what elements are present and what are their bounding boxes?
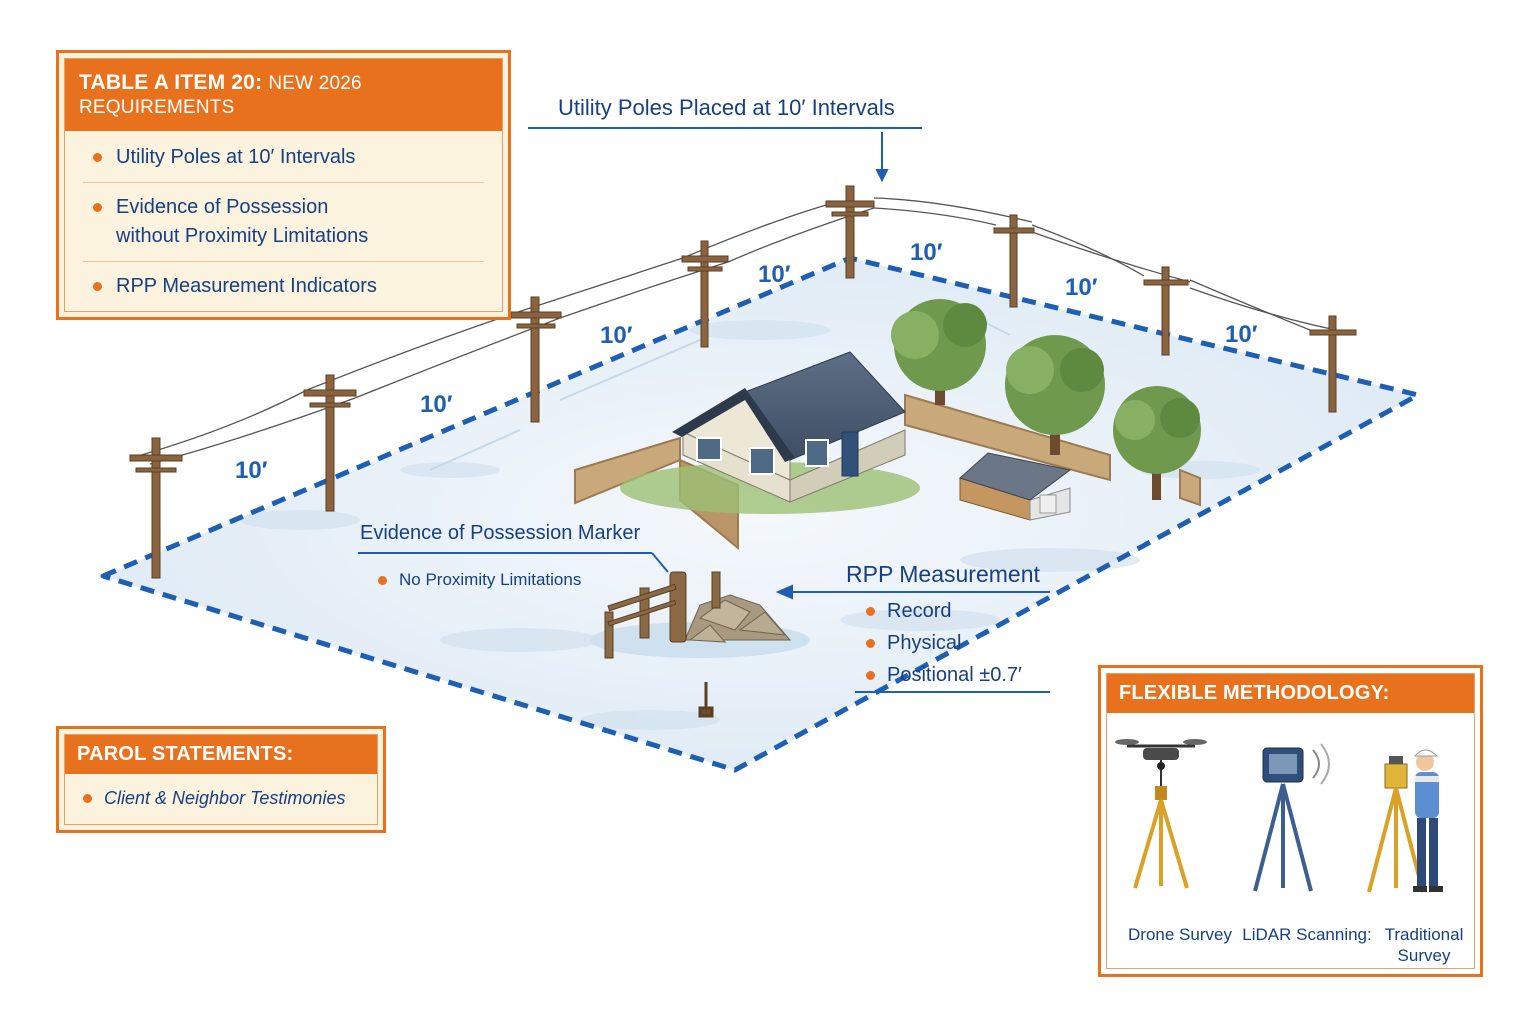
- requirement-item: Evidence of Possession without Proximity…: [65, 193, 502, 251]
- requirements-title: TABLE A ITEM 20:: [79, 71, 263, 94]
- fence-icon: [604, 571, 721, 659]
- requirement-item: RPP Measurement Indicators: [65, 272, 502, 301]
- possession-callout-title: Evidence of Possession Marker: [360, 522, 641, 544]
- total-station-icon: [1384, 756, 1408, 789]
- parol-item: Client & Neighbor Testimonies: [65, 774, 377, 823]
- tripod-icon: [1253, 783, 1313, 892]
- rpp-item: Positional ±0.7′: [866, 664, 1022, 687]
- bullet-icon: [93, 203, 102, 212]
- requirement-item: Utility Poles at 10′ Intervals: [65, 143, 502, 172]
- requirement-text: RPP Measurement Indicators: [116, 275, 377, 297]
- tree-icon: [891, 299, 987, 405]
- parol-statements-panel: PAROL STATEMENTS: Client & Neighbor Test…: [56, 726, 386, 833]
- utility-pole-icon: [129, 437, 183, 579]
- surveyor-icon: [1413, 749, 1443, 892]
- parol-item-text: Client & Neighbor Testimonies: [104, 788, 346, 808]
- utility-pole-icon: [1309, 315, 1357, 413]
- method-label-drone: Drone Survey: [1128, 925, 1232, 944]
- method-label-lidar: LiDAR Scanning:: [1242, 925, 1372, 944]
- method-label-traditional-line1: Traditional: [1384, 925, 1464, 944]
- requirements-header: TABLE A ITEM 20: NEW 2026 REQUIREMENTS: [65, 59, 502, 131]
- lidar-scanner-icon: [1262, 743, 1330, 785]
- interval-label: 10′: [420, 391, 453, 418]
- house-icon: [620, 351, 920, 514]
- bullet-icon: [378, 575, 387, 585]
- callout-lines: [358, 127, 1050, 693]
- requirement-text: without Proximity Limitations: [116, 225, 369, 247]
- interval-label: 10′: [910, 239, 943, 266]
- method-label-traditional-line2: Survey: [1397, 946, 1451, 965]
- rpp-item: Record: [866, 600, 951, 623]
- rpp-item-text: Physical: [887, 632, 962, 654]
- rpp-item-text: Record: [887, 600, 952, 622]
- bullet-icon: [866, 639, 875, 648]
- property-boundary: [100, 255, 1421, 773]
- snow-texture: [240, 320, 1260, 730]
- possession-callout-text: No Proximity Limitations: [399, 570, 582, 589]
- divider: [83, 261, 484, 262]
- utility-pole-icon: [681, 240, 729, 348]
- utility-pole-icon: [303, 374, 357, 512]
- utility-pole-icon: [1143, 266, 1189, 356]
- interval-label: 10′: [1225, 321, 1258, 348]
- requirements-subtitle: NEW 2026 REQUIREMENTS: [79, 73, 362, 118]
- utility-poles: [129, 185, 1357, 579]
- parol-title: PAROL STATEMENTS:: [65, 735, 377, 774]
- methodology-illustration: [1115, 739, 1443, 893]
- rpp-item: Physical: [866, 632, 961, 655]
- bullet-icon: [93, 153, 102, 162]
- utility-pole-icon: [993, 214, 1035, 308]
- interval-label: 10′: [1065, 274, 1098, 301]
- tripod-icon: [1367, 787, 1425, 893]
- methodology-title: FLEXIBLE METHODOLOGY:: [1107, 674, 1474, 713]
- bullet-icon: [83, 794, 92, 803]
- possession-callout-item: No Proximity Limitations: [378, 570, 581, 590]
- rpp-item-text: Positional ±0.7′: [887, 664, 1022, 686]
- drone-icon: [1115, 739, 1207, 786]
- interval-label: 10′: [758, 261, 791, 288]
- method-label-traditional: Traditional Survey: [1369, 924, 1479, 966]
- rpp-callout-title: RPP Measurement: [846, 561, 1040, 587]
- methodology-panel: FLEXIBLE METHODOLOGY:: [1098, 665, 1483, 977]
- tree-icon: [1113, 386, 1201, 500]
- requirements-panel: TABLE A ITEM 20: NEW 2026 REQUIREMENTS U…: [56, 50, 511, 320]
- interval-label: 10′: [600, 322, 633, 349]
- utility-pole-icon: [510, 296, 562, 423]
- shed-icon: [959, 452, 1072, 521]
- poles-callout-label: Utility Poles Placed at 10′ Intervals: [558, 95, 895, 120]
- interval-labels: 10′ 10′ 10′ 10′ 10′ 10′ 10′: [235, 239, 1258, 484]
- divider: [83, 182, 484, 183]
- bullet-icon: [93, 282, 102, 291]
- requirement-text: Utility Poles at 10′ Intervals: [116, 146, 356, 168]
- utility-pole-icon: [825, 185, 875, 279]
- bullet-icon: [866, 671, 875, 680]
- requirement-text: Evidence of Possession: [116, 196, 329, 218]
- tripod-icon: [1133, 786, 1189, 889]
- tree-icon: [1005, 335, 1105, 455]
- bullet-icon: [866, 607, 875, 616]
- interval-label: 10′: [235, 457, 268, 484]
- boundary-stake-icon: [698, 682, 714, 718]
